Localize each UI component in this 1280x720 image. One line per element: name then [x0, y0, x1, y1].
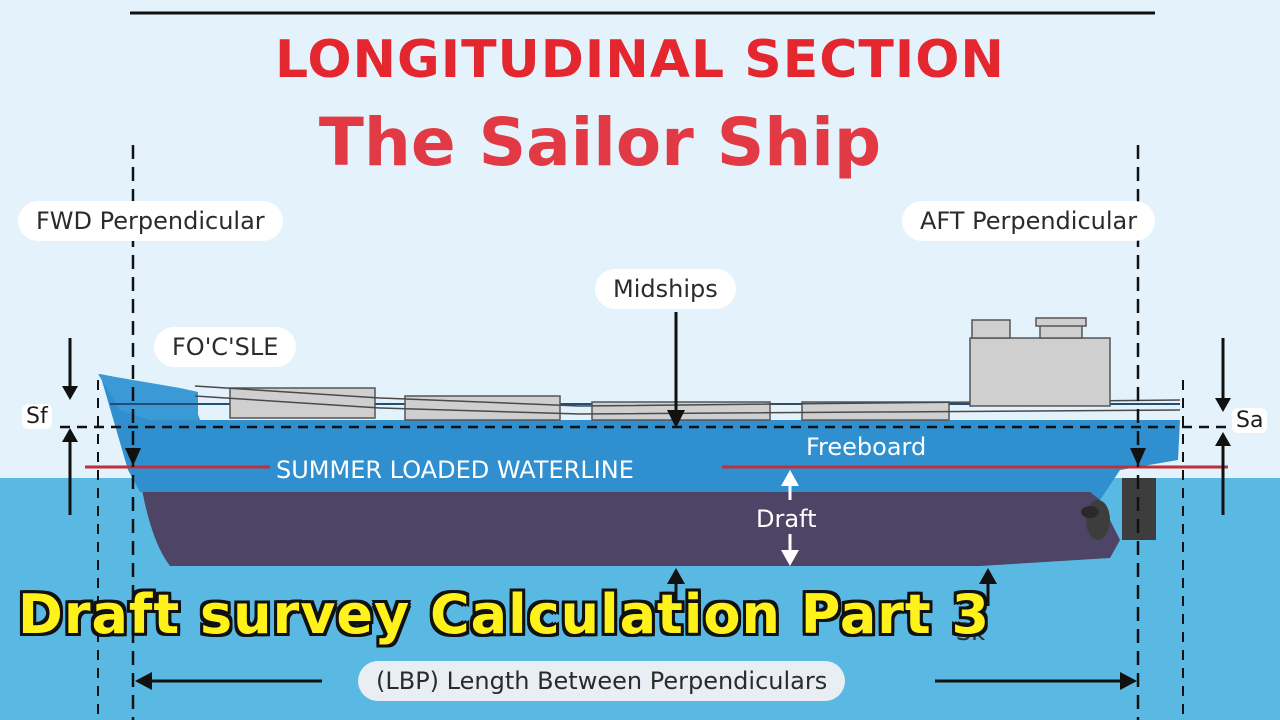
- draft-arrows: [781, 470, 799, 566]
- lbp-arrow: [135, 672, 1137, 690]
- sa-arrows: [1215, 338, 1231, 515]
- fwd-perp-arrowhead: [125, 448, 141, 466]
- aft-perp-arrowhead: [1130, 448, 1146, 466]
- midships-label: Midships: [595, 269, 736, 309]
- midships-arrowhead: [667, 410, 685, 428]
- keel-label: Sk: [956, 618, 986, 646]
- freeboard-label: Freeboard: [806, 433, 927, 461]
- fwd-perpendicular-label: FWD Perpendicular: [18, 201, 283, 241]
- superstructure: [969, 317, 1111, 407]
- deck-railing: [194, 385, 1181, 415]
- summer-waterline-label: SUMMER LOADED WATERLINE: [276, 456, 634, 484]
- video-title-banner: Draft survey Calculation Part 3: [18, 583, 991, 646]
- diagram-subtitle: The Sailor Ship: [318, 104, 882, 181]
- focsle-deck: [98, 374, 198, 420]
- keel-arrows: [667, 568, 997, 606]
- focsle-label: FO'C'SLE: [154, 327, 297, 367]
- draft-label: Draft: [756, 505, 817, 533]
- lbp-label: (LBP) Length Between Perpendiculars: [358, 661, 846, 701]
- diagram-title: LONGITUDINAL SECTION: [275, 30, 1005, 90]
- hull-lower: [140, 478, 1120, 566]
- sf-arrows: [62, 338, 78, 515]
- aft-perpendicular-label: AFT Perpendicular: [902, 201, 1156, 241]
- sa-label: Sa: [1232, 408, 1268, 433]
- sf-label: Sf: [22, 404, 52, 429]
